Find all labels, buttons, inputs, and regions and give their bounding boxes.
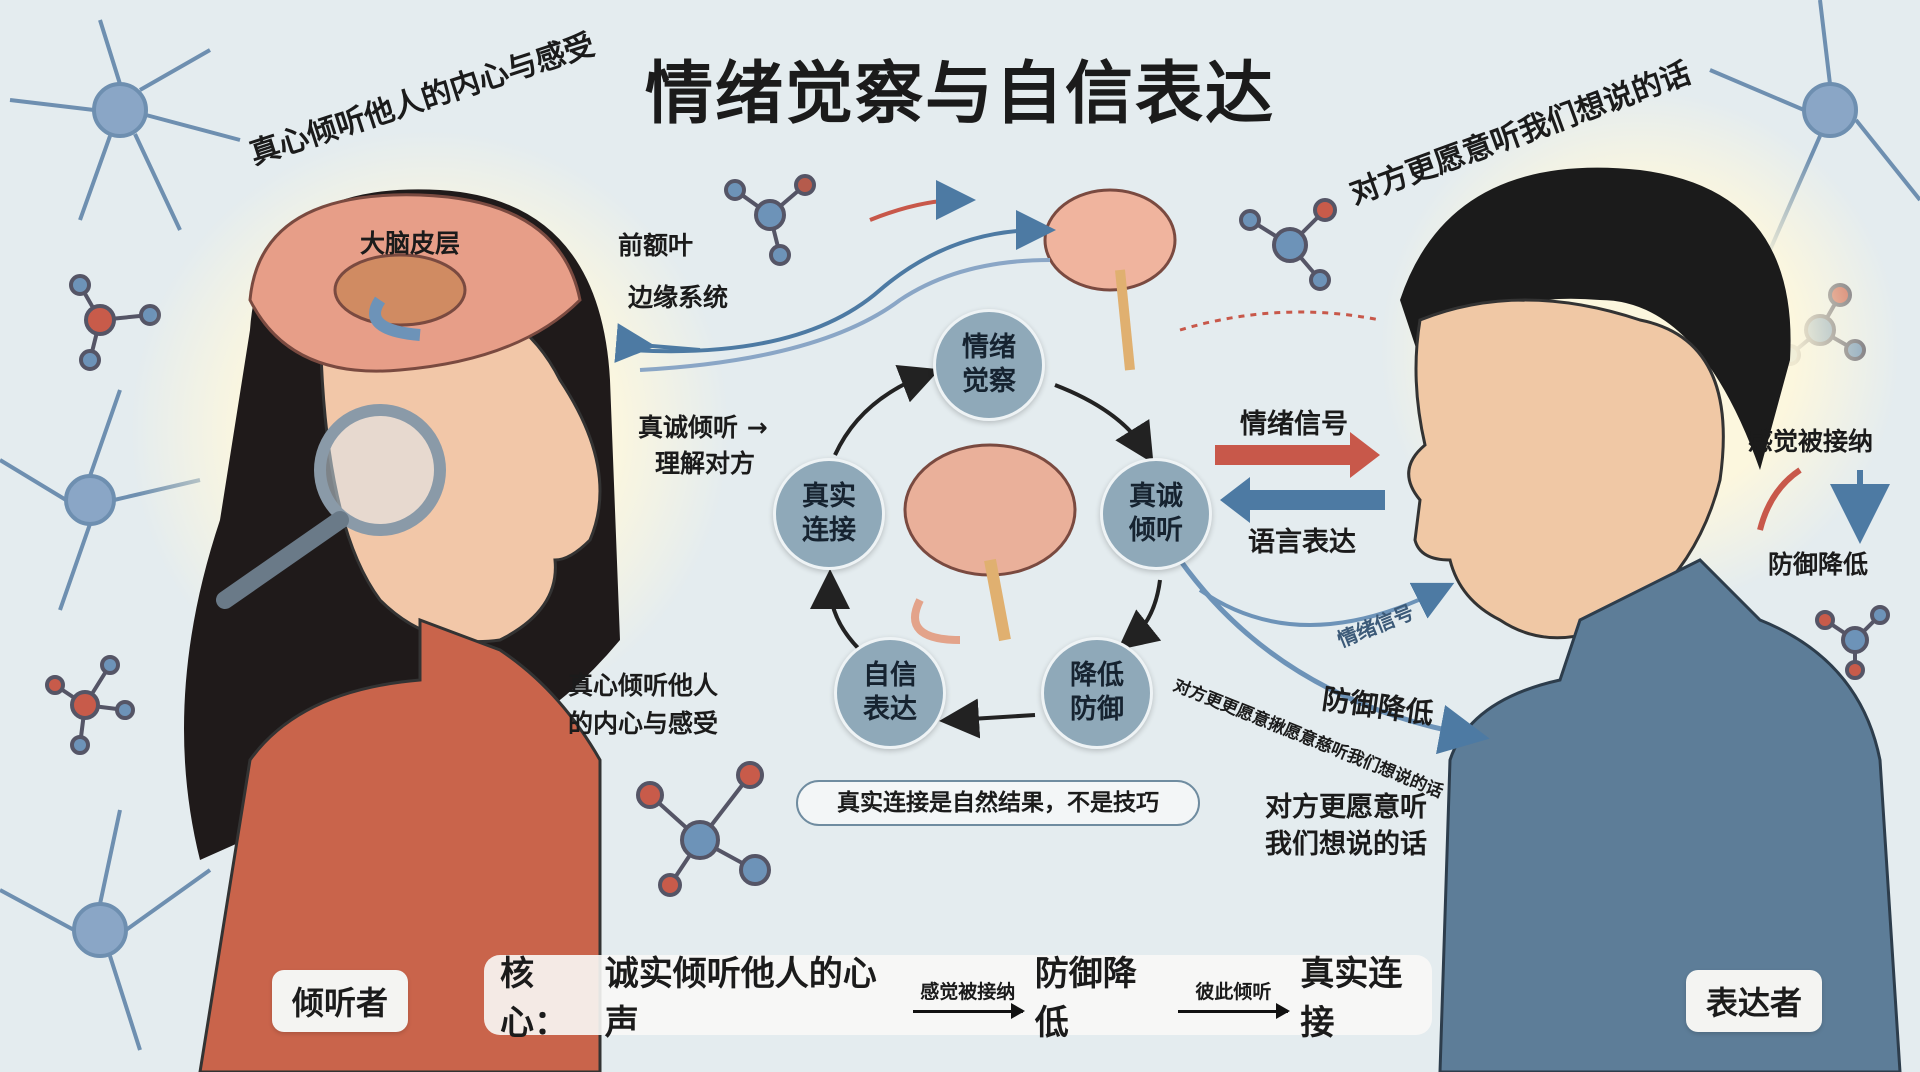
note-listen: 真诚倾听 → (638, 413, 768, 442)
cycle-node-expression: 自信表达 (834, 637, 946, 749)
cycle-arrows (810, 364, 1162, 739)
core-prefix: 核心： (500, 954, 568, 1043)
arrow-right-icon (912, 1003, 1025, 1019)
speaker-figure (1400, 167, 1902, 1072)
note-willing-1: 对方更愿意听 (1265, 792, 1427, 823)
label-limbic: 边缘系统 (628, 283, 729, 312)
cycle-caption: 真实连接是自然结果，不是技巧 (796, 780, 1200, 826)
label-prefrontal: 前额叶 (618, 231, 694, 260)
label-cortex: 大脑皮层 (360, 229, 461, 258)
label-accepted: 感觉被接纳 (1748, 427, 1874, 456)
note-willing-2: 我们想说的话 (1265, 829, 1427, 860)
exchange-arrows (1177, 310, 1890, 755)
note-understand: 理解对方 (655, 449, 756, 478)
core-step-1: 诚实倾听他人的心声 (604, 954, 877, 1043)
role-speaker: 表达者 (1686, 970, 1823, 1032)
core-step-2: 防御降低 (1034, 954, 1137, 1043)
note-inner-1: 真心倾听他人 (568, 671, 719, 700)
core-arrow-1: 感觉被接纳 (912, 977, 1025, 1019)
mini-brain-top (1043, 188, 1177, 371)
cycle-node-awareness: 情绪觉察 (933, 309, 1045, 421)
page-title: 情绪觉察与自信表达 (644, 55, 1275, 134)
arrow-right-icon (1178, 1003, 1291, 1019)
role-listener: 倾听者 (272, 970, 409, 1032)
core-arrow-2: 彼此倾听 (1178, 977, 1291, 1019)
core-summary: 核心： 诚实倾听他人的心声 感觉被接纳 防御降低 彼此倾听 真实连接 (484, 954, 1432, 1043)
label-defense-down: 防御降低 (1768, 550, 1869, 579)
note-inner-2: 的内心与感受 (568, 709, 719, 738)
center-brain (903, 443, 1077, 644)
cycle-node-defense: 降低防御 (1041, 637, 1153, 749)
signal-arrows-top (614, 180, 1056, 372)
label-verbal: 语言表达 (1248, 527, 1356, 558)
label-emotion-signal: 情绪信号 (1240, 409, 1348, 440)
cycle-node-listening: 真诚倾听 (1100, 458, 1212, 570)
core-step-3: 真实连接 (1300, 954, 1403, 1043)
cycle-node-connection: 真实连接 (773, 458, 885, 570)
